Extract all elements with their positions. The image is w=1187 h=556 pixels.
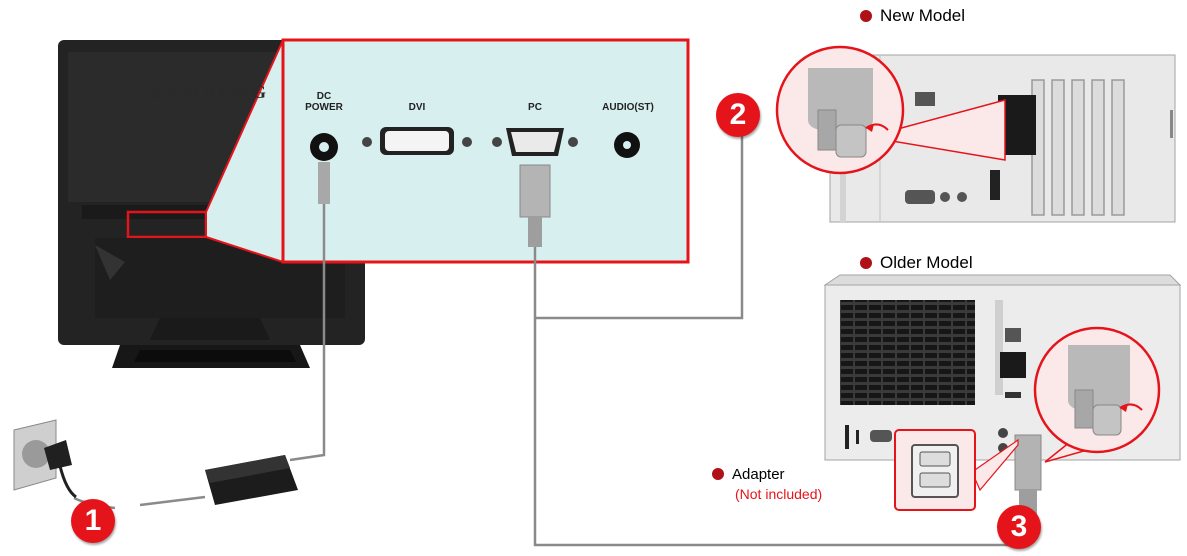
adapter-label: Adapter: [712, 466, 785, 483]
badge-to-adapter-cable: [139, 495, 206, 507]
wall-outlet-icon: [13, 419, 77, 499]
dc-cable: [289, 204, 326, 462]
port-label-audio: AUDIO(ST): [602, 102, 654, 113]
red-bullet-icon: [860, 257, 872, 269]
port-label-dvi: DVI: [408, 102, 426, 113]
older-model-vga-plug: [1014, 434, 1042, 515]
power-adapter-icon: [205, 455, 298, 505]
step-badge-3: 3: [997, 505, 1041, 549]
vga-plug: [519, 164, 551, 218]
step-badge-1: 1: [71, 499, 115, 543]
port-label-dc-power: DC POWER: [305, 91, 343, 113]
new-model-zoom-callout: [775, 45, 1006, 175]
red-bullet-icon: [712, 468, 724, 480]
new-model-label: New Model: [860, 6, 965, 26]
connector-panel: [281, 38, 690, 264]
dc-plug: [318, 162, 330, 204]
monitor-brand: SAMSUNG: [152, 82, 271, 102]
red-bullet-icon: [860, 10, 872, 22]
older-model-label: Older Model: [860, 253, 973, 273]
older-model-zoom-callout: [1033, 326, 1161, 463]
port-label-pc: PC: [528, 102, 542, 113]
monitor-stand: [150, 318, 270, 340]
step-badge-2: 2: [716, 93, 760, 137]
dvi-port-icon: [362, 127, 472, 155]
adapter-callout: [894, 429, 1019, 511]
vga-port-icon: [492, 128, 578, 156]
adapter-note: (Not included): [735, 486, 823, 502]
